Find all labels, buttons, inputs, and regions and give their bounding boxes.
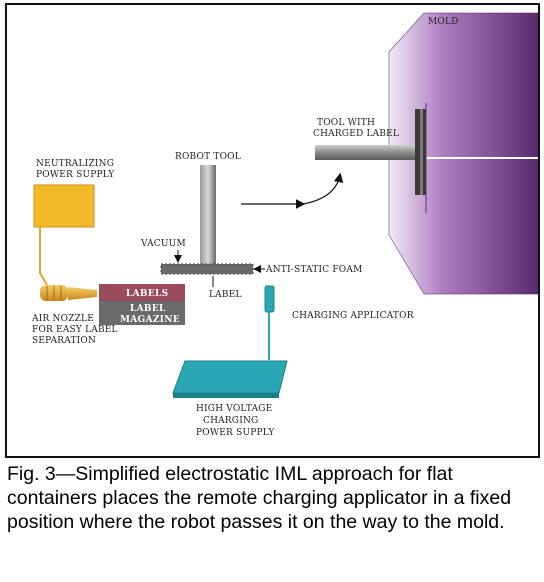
mold-body xyxy=(389,13,538,294)
robot-tool xyxy=(160,165,254,275)
robot-tool-label: ROBOT TOOL xyxy=(175,152,241,162)
charging-applicator-label: CHARGING APPLICATOR xyxy=(292,311,414,321)
air-nozzle-label-line1: AIR NOZZLE xyxy=(31,314,94,324)
high-voltage-label-line3: POWER SUPPLY xyxy=(196,428,275,438)
diagram-canvas: MOLD TOOL WITH CHARGED LABEL ROBOT TOOL … xyxy=(31,12,538,438)
neutralizing-label-line1: NEUTRALIZING xyxy=(36,159,114,169)
vacuum-label: VACUUM xyxy=(140,239,186,249)
high-voltage-supply xyxy=(172,360,288,394)
figure-frame: MOLD TOOL WITH CHARGED LABEL ROBOT TOOL … xyxy=(5,3,540,458)
neutralizing-cable xyxy=(39,227,48,286)
labels-box xyxy=(99,284,185,301)
air-nozzle-label-line2: FOR EASY LABEL xyxy=(32,325,118,335)
neutralizing-power-supply xyxy=(33,184,95,228)
air-nozzle-label-line3: SEPARATION xyxy=(32,336,96,346)
mold-parting-line xyxy=(419,157,538,159)
anti-static-foam xyxy=(161,264,253,274)
neutralizing-label-line2: POWER SUPPLY xyxy=(36,170,115,180)
label-text: LABEL xyxy=(209,290,242,300)
label-magazine-box xyxy=(99,301,185,325)
figure-caption: Fig. 3—Simplified electrostatic IML appr… xyxy=(7,463,512,533)
tool-label-line1: TOOL WITH xyxy=(317,118,375,128)
label-magazine-text-line1: LABEL xyxy=(130,304,166,314)
high-voltage-label-line2: CHARGING xyxy=(203,416,258,426)
anti-static-foam-label: ANTI-STATIC FOAM xyxy=(265,265,363,275)
charging-applicator xyxy=(264,285,275,313)
high-voltage-label-line1: HIGH VOLTAGE xyxy=(196,404,272,414)
labels-box-text: LABELS xyxy=(126,289,168,299)
tool-label-line2: CHARGED LABEL xyxy=(313,129,399,139)
label-magazine-text-line2: MAGAZINE xyxy=(120,315,180,325)
air-nozzle xyxy=(40,285,97,301)
robot-tool-shaft xyxy=(200,165,216,266)
mold-label: MOLD xyxy=(428,17,459,27)
tool-with-charged-label xyxy=(315,109,426,195)
motion-arrow-curve xyxy=(302,172,344,205)
tool-arm xyxy=(315,145,421,160)
